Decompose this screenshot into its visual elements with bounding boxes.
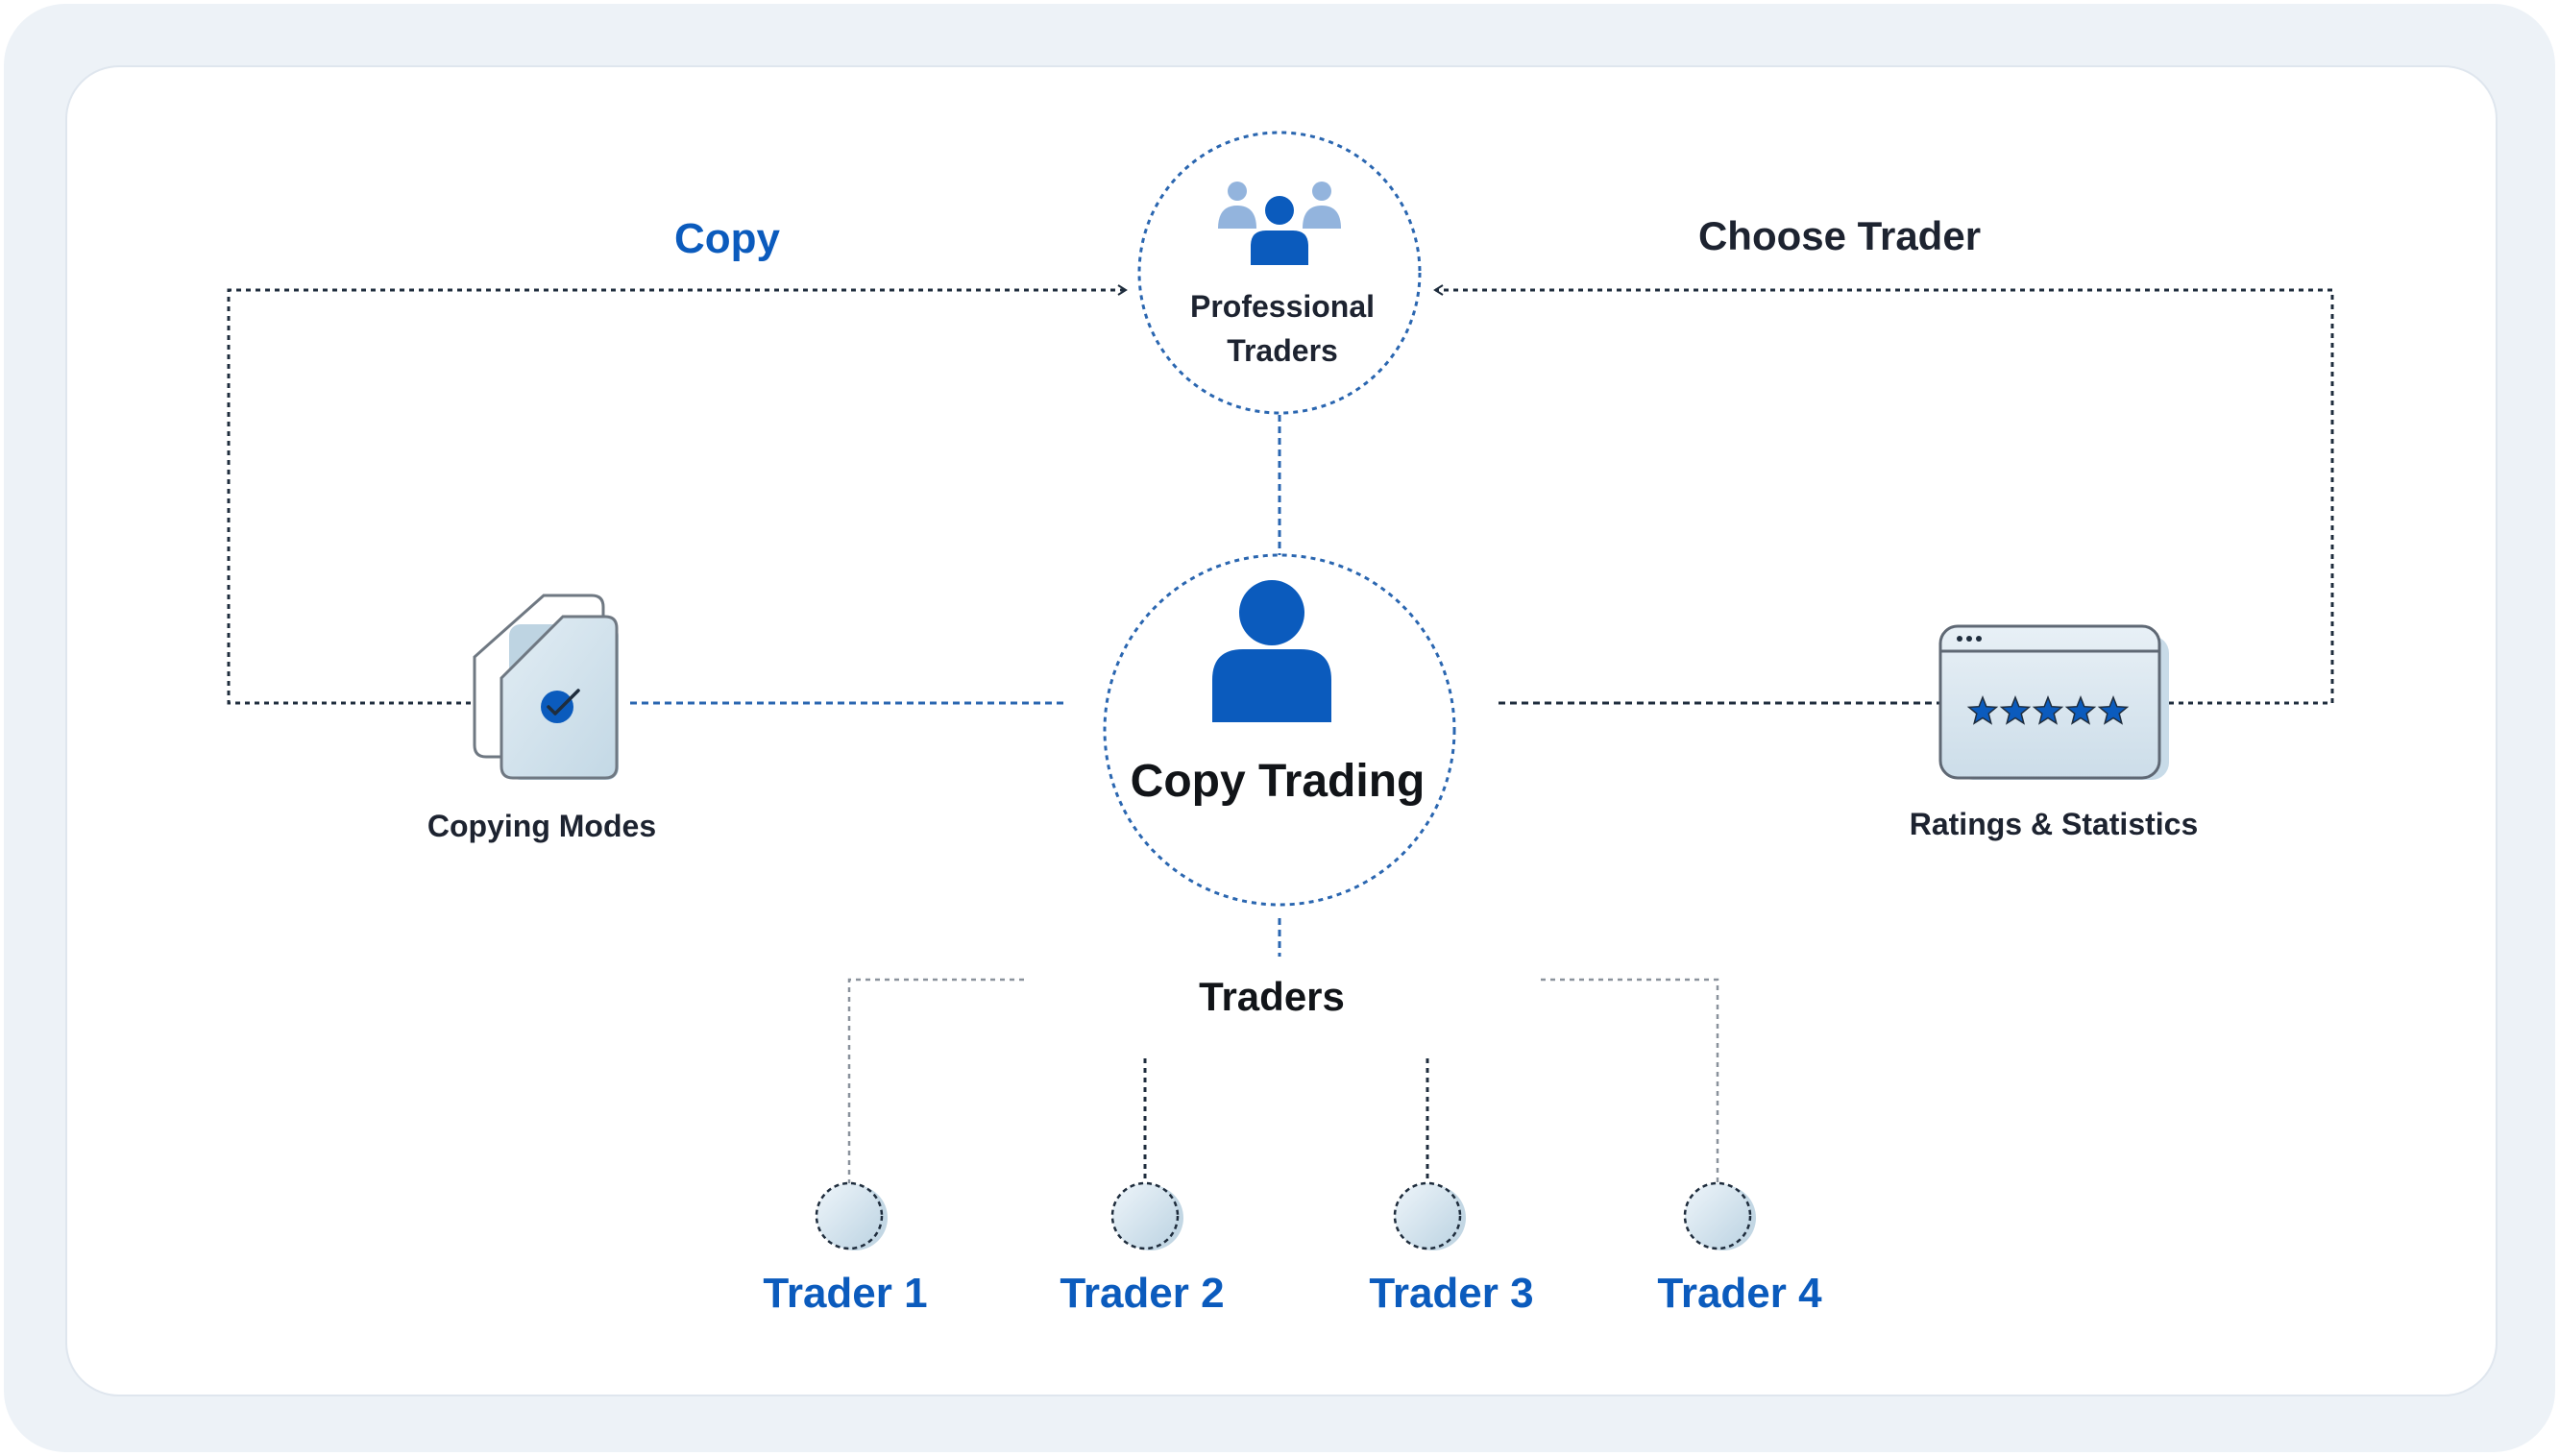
branch-trader-4 [1541, 978, 1719, 1183]
trader-node [1110, 1181, 1183, 1250]
trader-label: Trader 2 [1060, 1270, 1225, 1317]
ratings-statistics-label: Ratings & Statistics [1909, 807, 2199, 841]
copy-trading-node [1103, 553, 1456, 907]
choose-trader-label: Choose Trader [1697, 213, 1982, 258]
rating-star-icon [2032, 694, 2064, 725]
trader-node [1393, 1181, 1466, 1250]
trader-node [815, 1181, 888, 1250]
copying-modes-label: Copying Modes [426, 809, 657, 843]
professional-traders-node [1137, 131, 1422, 415]
rating-star-icon [2097, 694, 2130, 725]
document-stack-check-icon [473, 594, 619, 780]
copy-loop-connector [227, 284, 1128, 705]
copy-label: Copy [674, 215, 780, 262]
traders-label: Traders [1199, 974, 1345, 1019]
rating-star-icon [1999, 694, 2032, 725]
users-group-icon [1218, 182, 1341, 265]
rating-star-icon [1966, 694, 1999, 725]
trader-label: Trader 3 [1369, 1270, 1534, 1317]
rating-star-icon [2064, 694, 2097, 725]
choose-trader-loop-connector [1433, 284, 2334, 705]
trader-label: Trader 4 [1657, 1270, 1822, 1317]
trader-label: Trader 1 [763, 1270, 928, 1317]
branch-trader-1 [847, 978, 1024, 1183]
trader-node [1683, 1181, 1756, 1250]
browser-five-stars-icon [1938, 624, 2169, 780]
copy-trading-label: Copy Trading [1130, 756, 1426, 807]
professional-traders-label: Professional Traders [1189, 289, 1376, 368]
user-icon [1212, 580, 1331, 722]
